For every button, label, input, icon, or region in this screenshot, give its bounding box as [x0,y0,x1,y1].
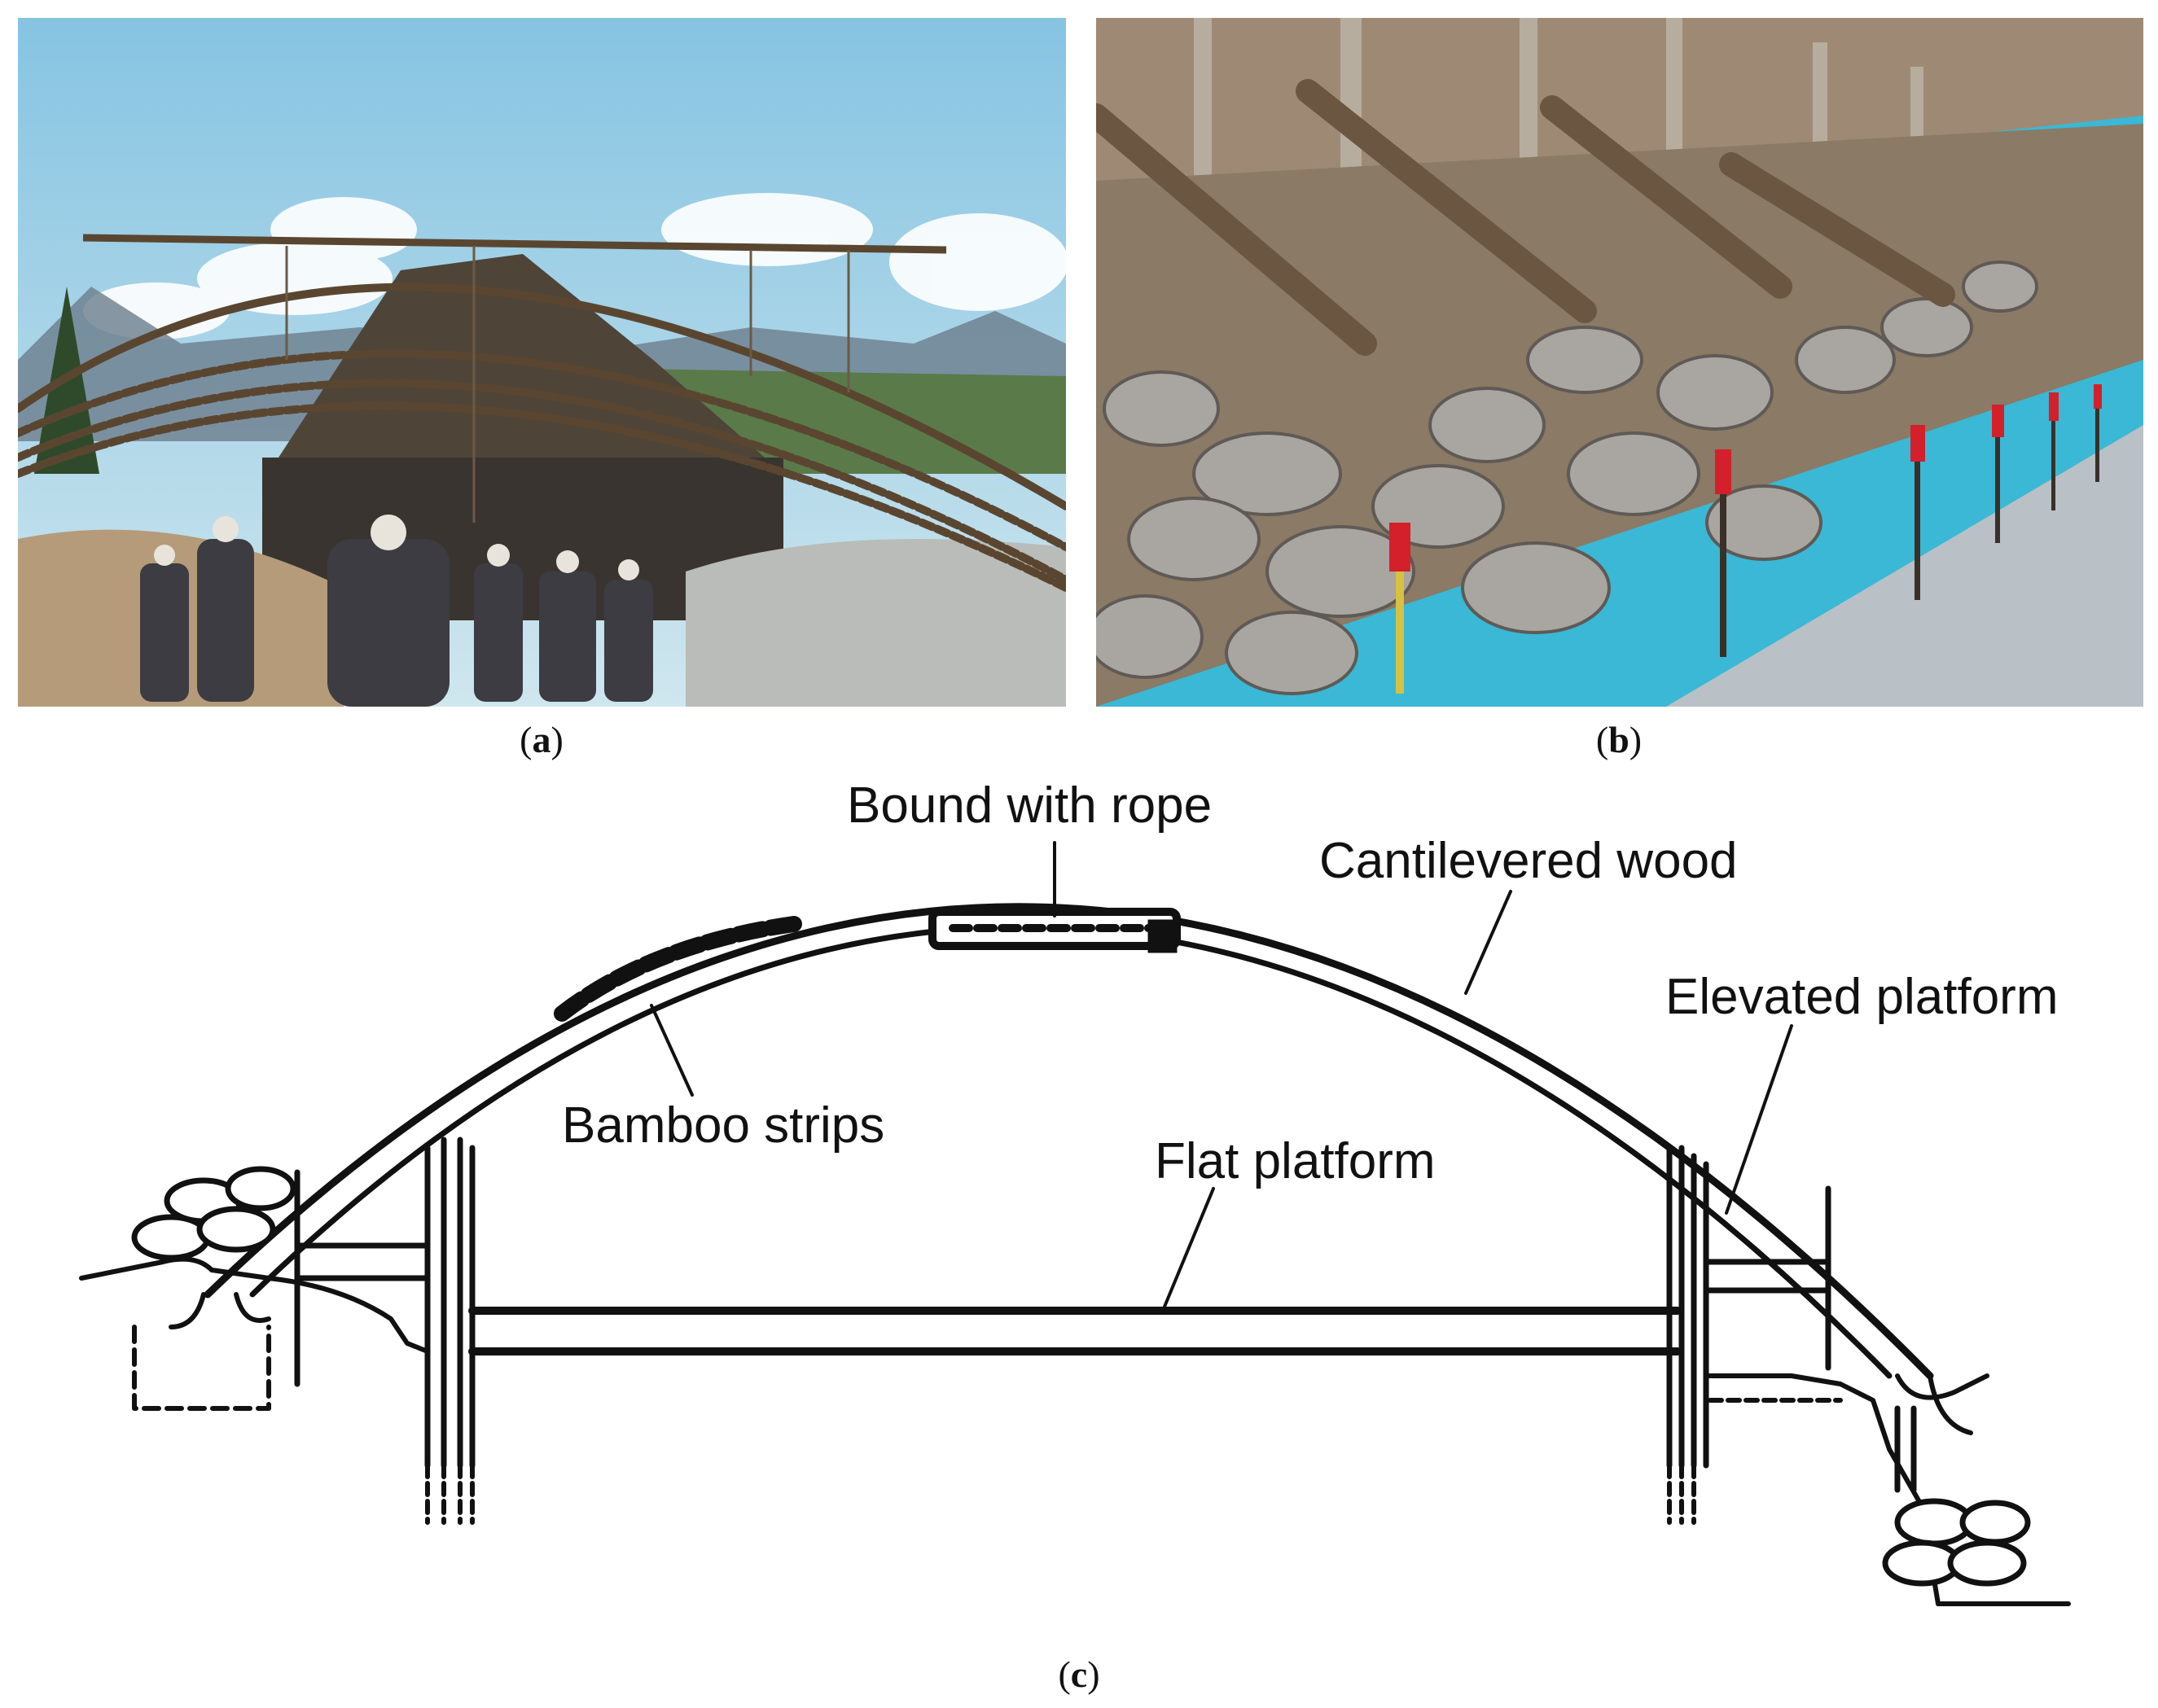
photo-panel-a [18,18,1066,707]
bamboo-strips-shape [554,916,802,1022]
caption-b: (b) [1595,719,1643,760]
arch-frame-photo [18,18,1066,707]
caption-a: (a) [520,719,564,760]
stone-wall-photo [1096,18,2143,707]
leader-elevated-platform [1725,1024,1793,1215]
label-elevated-platform: Elevated platform [1665,969,2058,1025]
leader-flat-platform [1163,1187,1215,1308]
arch-structure-diagram: Bound with rope Cantilevered wood Elevat… [79,777,2071,1606]
leader-bamboo-strips [650,1004,694,1097]
caption-c: (c) [1058,1653,1100,1695]
leader-cantilevered-wood [1464,890,1512,995]
photo-panel-b [1096,18,2143,707]
label-cantilevered-wood: Cantilevered wood [1319,833,1738,889]
label-bound-with-rope: Bound with rope [847,777,1212,834]
label-bamboo-strips: Bamboo strips [562,1097,884,1154]
label-flat-platform: Flat platform [1155,1133,1436,1189]
